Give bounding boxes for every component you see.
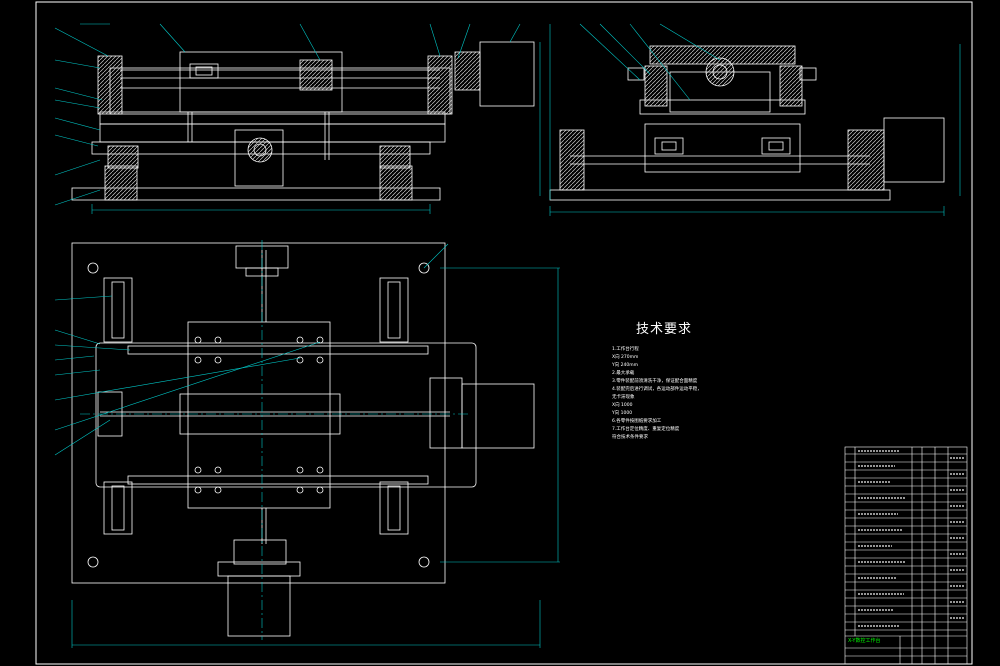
note-line: 无卡滞现象 xyxy=(612,395,635,400)
note-line: 6.各零件按图纸要求加工 xyxy=(612,419,662,424)
top-view-dimensions xyxy=(54,240,560,648)
note-line: 2.最大承载 xyxy=(612,371,635,376)
parts-list-table xyxy=(844,446,968,665)
side-view-dimensions xyxy=(549,23,961,216)
note-line: 3.零件装配前须清洗干净，保证配合面精度 xyxy=(612,379,698,384)
front-view xyxy=(71,41,535,201)
front-view-leaders xyxy=(54,23,541,214)
note-line: 7.工作台定位精度、重复定位精度 xyxy=(612,427,680,432)
note-line: 1.工作台行程 xyxy=(612,347,639,352)
note-line: X向 270mm xyxy=(612,355,639,360)
technical-requirements-notes: 1.工作台行程 X向 270mm Y向 240mm 2.最大承载 3.零件装配前… xyxy=(612,346,752,442)
title-block-drawing-name: X-Y数控工作台 xyxy=(848,638,881,644)
side-view xyxy=(549,45,945,201)
note-line: Y向 240mm xyxy=(612,363,639,368)
note-line: 符合技术条件要求 xyxy=(612,435,648,440)
parts-list-entries xyxy=(858,450,965,627)
drawing-frame xyxy=(35,1,973,665)
top-view xyxy=(71,242,535,637)
note-line: X向 1000 xyxy=(612,403,633,408)
note-line: Y向 1000 xyxy=(612,411,633,416)
note-line: 4.装配完后进行调试，各运动部件运动平稳， xyxy=(612,387,702,392)
technical-requirements-title: 技术要求 xyxy=(636,322,693,337)
